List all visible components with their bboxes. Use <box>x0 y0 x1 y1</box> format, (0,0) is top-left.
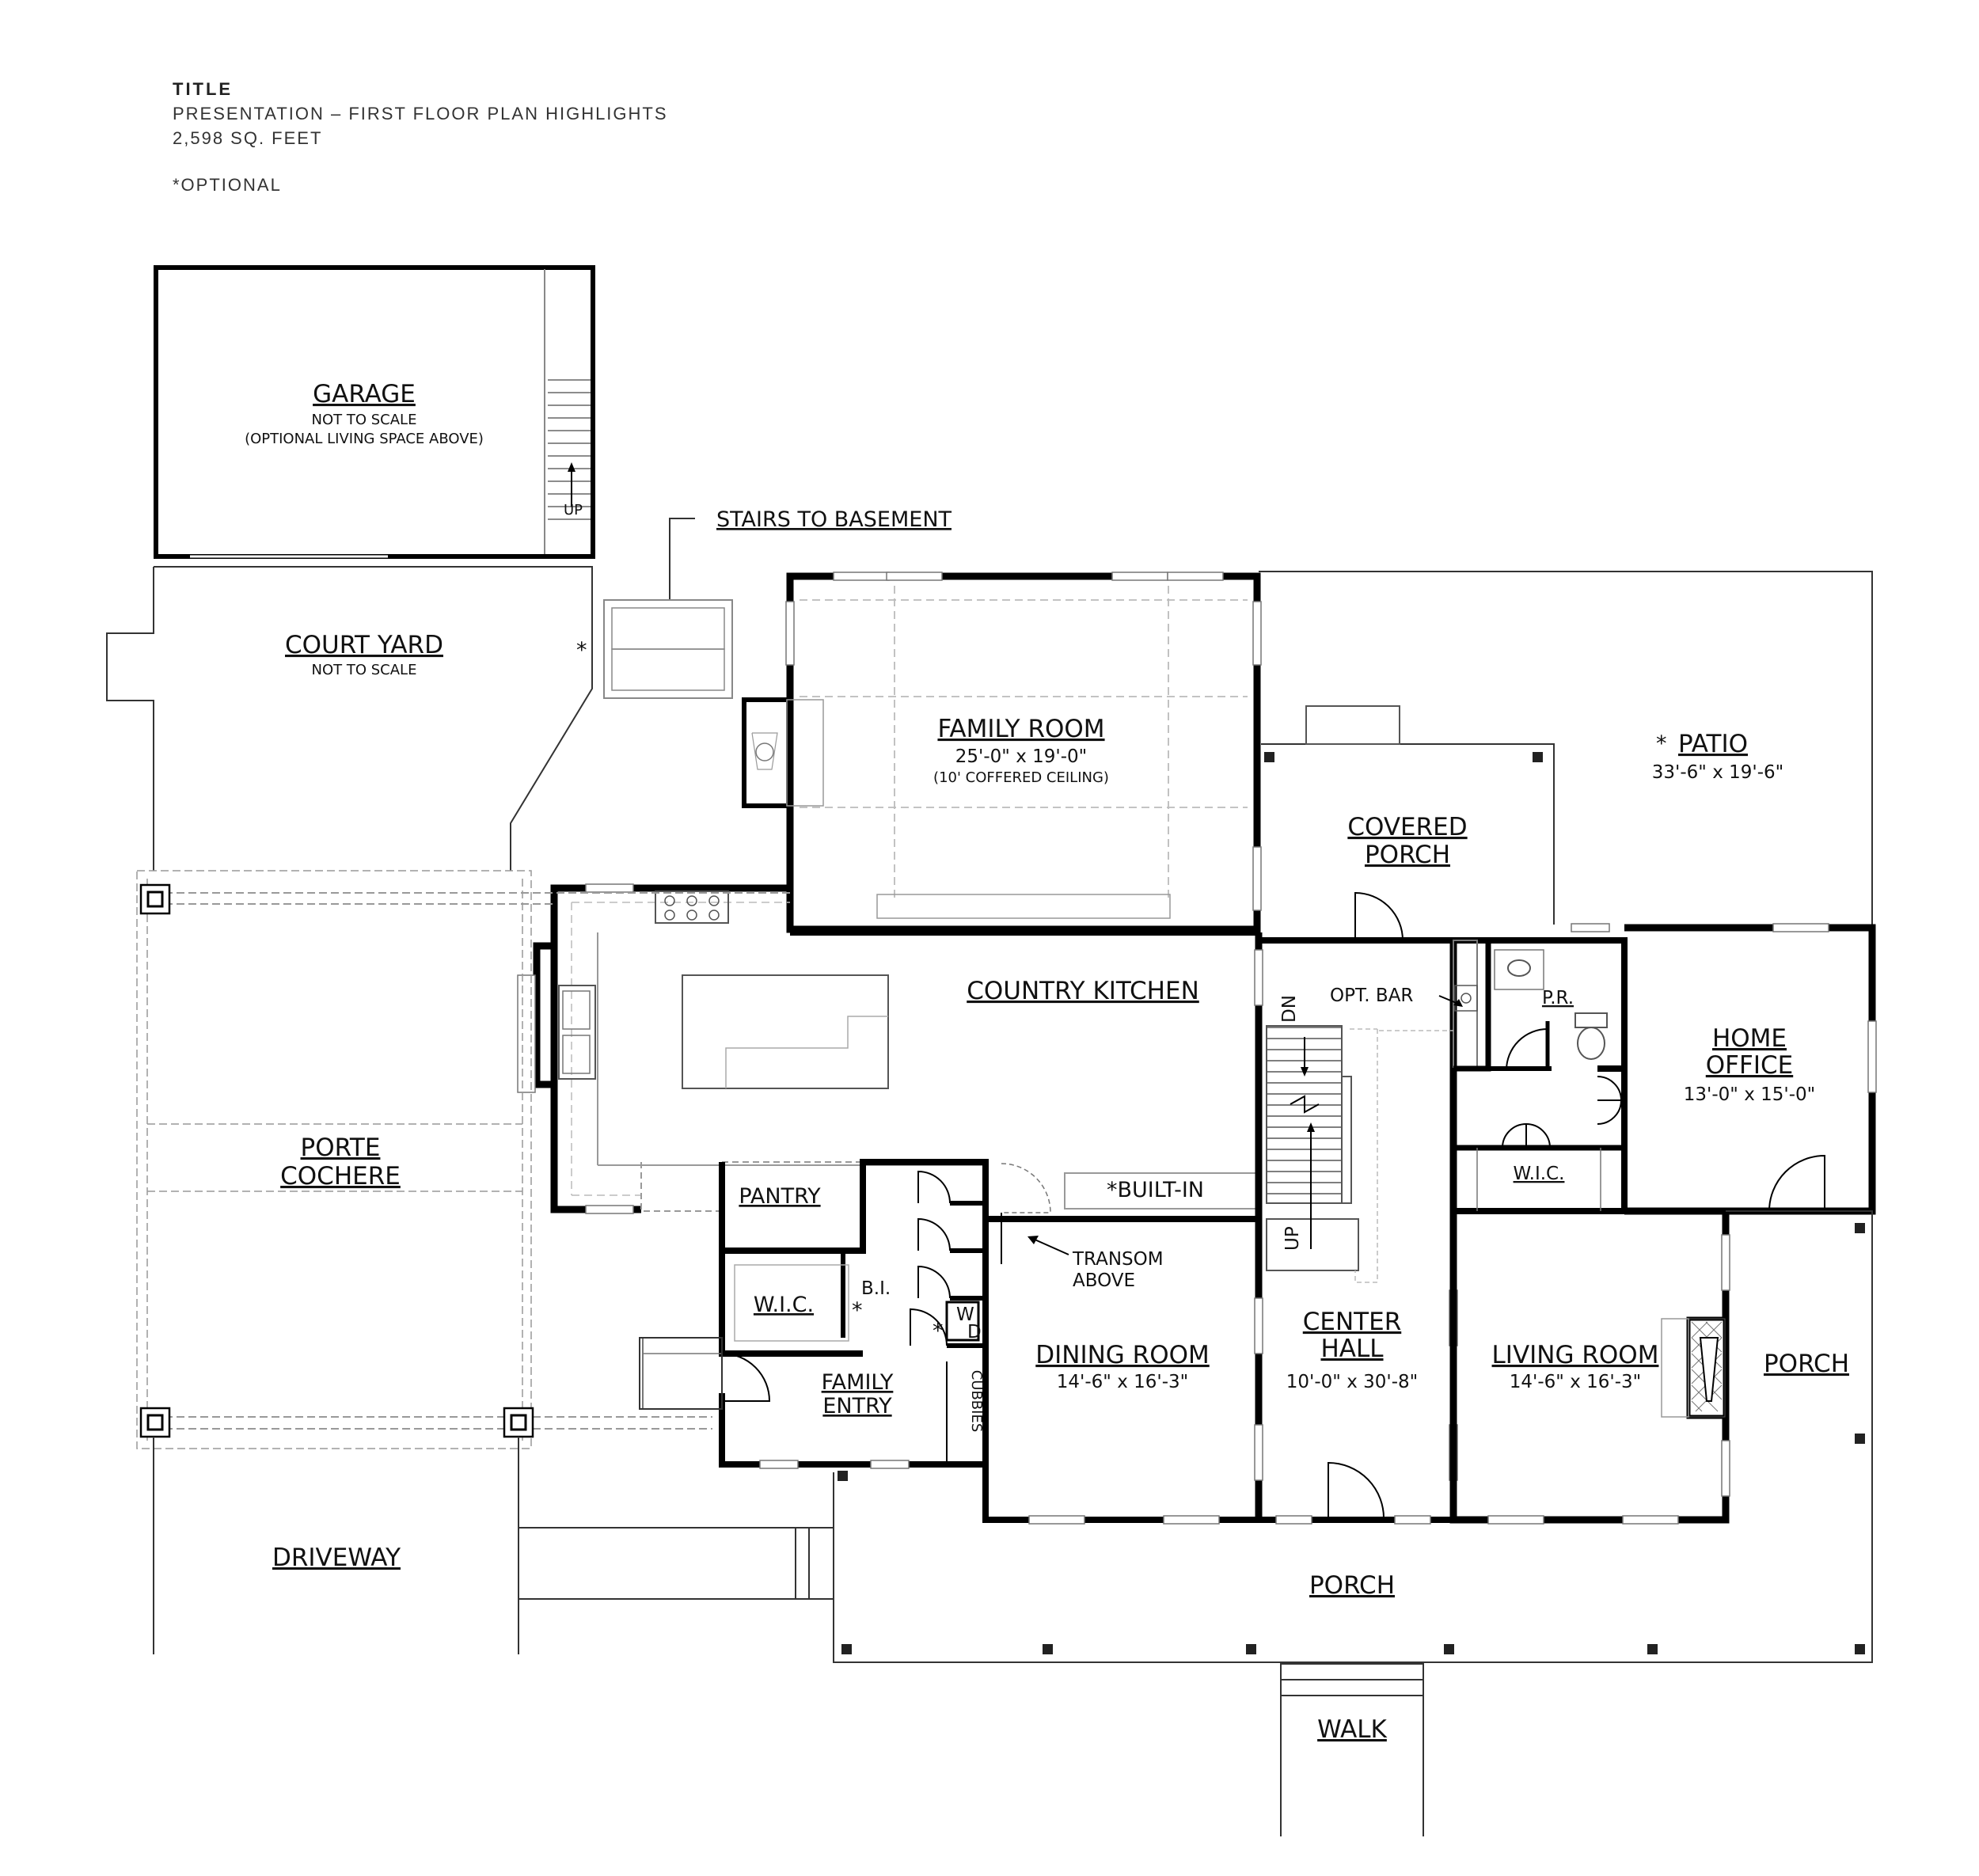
living-room: LIVING ROOM 14'-6" x 16'-3" <box>1449 1207 1730 1525</box>
patio: * PATIO 33'-6" x 19'-6" COVERED PORCH <box>1259 571 1873 925</box>
powder-room-label: P.R. <box>1542 988 1574 1008</box>
pantry-label: PANTRY <box>739 1184 821 1209</box>
porte-cochere: PORTE COCHERE <box>136 870 792 1449</box>
wic-right-label: W.I.C. <box>1514 1164 1565 1184</box>
title-label: TITLE <box>173 79 234 99</box>
walk-label: WALK <box>1317 1715 1387 1744</box>
home-office-label-line1: HOME <box>1712 1024 1787 1053</box>
driveway: DRIVEWAY <box>153 1437 834 1654</box>
living-room-dims: 14'-6" x 16'-3" <box>1510 1372 1641 1392</box>
driveway-label: DRIVEWAY <box>272 1544 401 1572</box>
stair-down-label: DN <box>1279 995 1300 1023</box>
plan-title: PRESENTATION – FIRST FLOOR PLAN HIGHLIGH… <box>173 104 668 123</box>
porch-front-label: PORCH <box>1309 1571 1395 1600</box>
garage-scale-note: NOT TO SCALE <box>312 412 417 428</box>
transom-label-line2: ABOVE <box>1073 1270 1135 1291</box>
garage-optional-note: (OPTIONAL LIVING SPACE ABOVE) <box>245 431 484 447</box>
garage-label: GARAGE <box>313 380 416 408</box>
home-office-dims: 13'-0" x 15'-0" <box>1684 1084 1815 1105</box>
country-kitchen-label: COUNTRY KITCHEN <box>967 977 1199 1005</box>
stairs-to-basement-label: STAIRS TO BASEMENT <box>716 507 952 532</box>
washer-label: W <box>956 1304 974 1325</box>
court-yard-label: COURT YARD <box>285 631 443 659</box>
covered-porch-label-line2: PORCH <box>1365 841 1450 869</box>
bi-label: B.I. <box>861 1278 891 1299</box>
wic-left-label: W.I.C. <box>754 1293 814 1317</box>
dryer-label: D <box>967 1322 982 1342</box>
walk: WALK <box>1280 1663 1424 1836</box>
transom-label-line1: TRANSOM <box>1072 1249 1164 1270</box>
porch: PORCH PORCH <box>833 1210 1873 1663</box>
court-yard: COURT YARD NOT TO SCALE * <box>106 566 593 871</box>
patio-optional-marker: * <box>1656 731 1667 756</box>
cubbies-label: CUBBIES <box>968 1370 985 1433</box>
dining-room-dims: 14'-6" x 16'-3" <box>1057 1372 1188 1392</box>
opt-bar-label: OPT. BAR <box>1330 985 1413 1006</box>
garage-stair-up-label: UP <box>564 502 583 518</box>
powder-room-area: OPT. BAR P.R. W.I.C. <box>1330 937 1628 1214</box>
family-entry-label-line2: ENTRY <box>822 1394 892 1418</box>
patio-dims: 33'-6" x 19'-6" <box>1652 762 1783 783</box>
porte-cochere-label-line1: PORTE <box>301 1134 381 1162</box>
center-hall-label-line1: CENTER <box>1303 1308 1401 1336</box>
court-yard-scale-note: NOT TO SCALE <box>312 662 417 678</box>
home-office-label-line2: OFFICE <box>1706 1051 1793 1080</box>
family-room-ceiling-note: (10' COFFERED CEILING) <box>933 769 1109 786</box>
family-entry-label-line1: FAMILY <box>822 1370 894 1395</box>
built-in-label: *BUILT-IN <box>1107 1178 1204 1202</box>
center-hall-label-line2: HALL <box>1320 1335 1384 1363</box>
dining-room: DINING ROOM 14'-6" x 16'-3" <box>982 1216 1259 1525</box>
stair-up-label: UP <box>1282 1226 1303 1251</box>
family-entry-step <box>639 1337 723 1410</box>
porte-cochere-label-line2: COCHERE <box>280 1162 401 1191</box>
patio-label: PATIO <box>1678 730 1748 758</box>
basement-stairs: STAIRS TO BASEMENT <box>603 507 952 699</box>
porch-right-label: PORCH <box>1764 1350 1849 1378</box>
optional-note: *OPTIONAL <box>173 175 282 195</box>
dining-room-label: DINING ROOM <box>1035 1341 1210 1369</box>
living-room-label: LIVING ROOM <box>1492 1341 1659 1369</box>
family-room-label: FAMILY ROOM <box>937 715 1104 743</box>
square-footage: 2,598 SQ. FEET <box>173 128 323 148</box>
wd-optional-marker: * <box>933 1319 944 1343</box>
court-yard-optional-marker: * <box>576 638 587 663</box>
covered-porch-label-line1: COVERED <box>1347 813 1467 841</box>
garage: UP GARAGE NOT TO SCALE (OPTIONAL LIVING … <box>154 265 595 559</box>
family-room-dims: 25'-0" x 19'-0" <box>955 746 1087 767</box>
center-hall-dims: 10'-0" x 30'-8" <box>1286 1372 1418 1392</box>
family-room: FAMILY ROOM 25'-0" x 19'-0" (10' COFFERE… <box>742 572 1262 933</box>
bi-optional-marker: * <box>852 1298 863 1323</box>
